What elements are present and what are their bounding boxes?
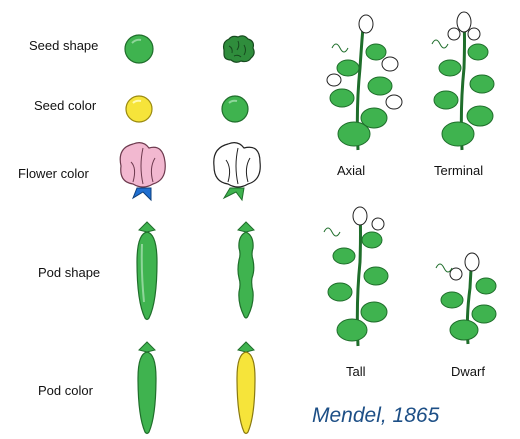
green-pod-icon bbox=[133, 342, 161, 436]
pea-plant-dwarf-icon bbox=[432, 248, 504, 348]
yellow-seed-icon bbox=[122, 92, 156, 126]
pea-plant-axial-icon bbox=[318, 8, 404, 154]
label-pod-shape: Pod shape bbox=[38, 265, 100, 280]
wrinkled-seed-icon bbox=[218, 32, 258, 66]
yellow-pod-icon bbox=[232, 342, 260, 436]
credit-text: Mendel, 1865 bbox=[312, 404, 439, 428]
round-seed-icon bbox=[122, 32, 156, 66]
label-seed-color: Seed color bbox=[34, 98, 96, 113]
caption-terminal: Terminal bbox=[434, 163, 483, 178]
inflated-pod-icon bbox=[133, 222, 161, 322]
white-flower-icon bbox=[208, 138, 268, 202]
label-pod-color: Pod color bbox=[38, 383, 93, 398]
pink-flower-icon bbox=[113, 138, 173, 202]
label-flower-color: Flower color bbox=[18, 166, 89, 181]
caption-axial: Axial bbox=[337, 163, 365, 178]
caption-dwarf: Dwarf bbox=[451, 364, 485, 379]
pea-plant-tall-icon bbox=[318, 202, 398, 350]
caption-tall: Tall bbox=[346, 364, 366, 379]
constricted-pod-icon bbox=[232, 222, 260, 322]
label-seed-shape: Seed shape bbox=[29, 38, 98, 53]
green-seed-icon bbox=[218, 92, 252, 126]
pea-plant-terminal-icon bbox=[424, 8, 504, 154]
